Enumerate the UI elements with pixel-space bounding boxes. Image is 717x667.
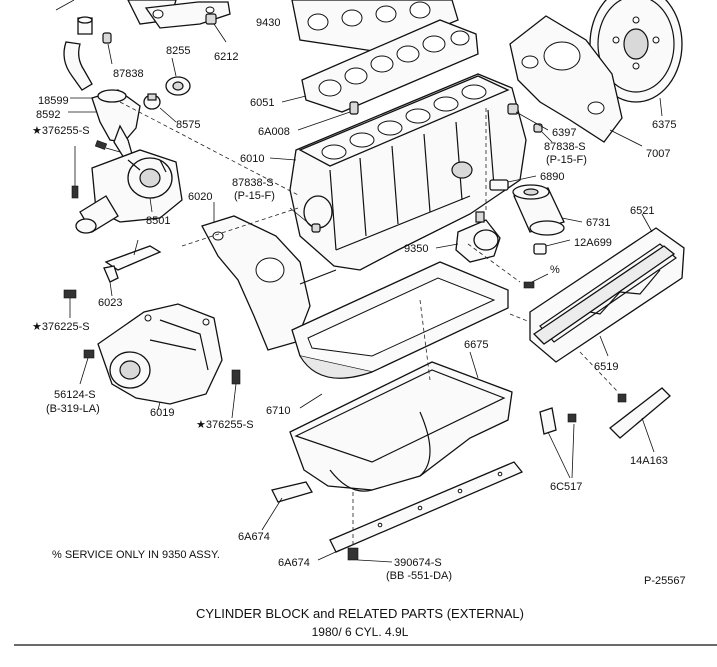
oil-pressure-sender <box>533 243 547 255</box>
bolt-56124 <box>79 349 95 385</box>
label-6212: 6212 <box>214 51 238 63</box>
block-plug-right <box>533 123 543 133</box>
thermostat-housing <box>91 89 141 159</box>
label-390674-sub: (BB -551-DA) <box>386 570 452 582</box>
label-6375: 6375 <box>652 119 676 131</box>
label-6A674-b: 6A674 <box>278 557 310 569</box>
bolt-376255-top <box>94 140 121 153</box>
label-390674: 390674-S <box>394 557 442 569</box>
small-plug <box>102 32 112 44</box>
fuel-pump <box>455 211 501 263</box>
heater-hose-fitting <box>63 16 93 91</box>
label-87838s-left: 87838-S <box>232 177 274 189</box>
block-plug-6397 <box>507 103 519 115</box>
thermostat <box>165 76 191 96</box>
pan-gasket-side <box>329 461 524 553</box>
bolt-376225 <box>63 289 77 318</box>
label-6051: 6051 <box>250 97 274 109</box>
label-6023: 6023 <box>98 297 122 309</box>
label-8501: 8501 <box>146 215 170 227</box>
label-18599: 18599 <box>38 95 69 107</box>
label-87838s-left-sub: (P-15-F) <box>234 190 275 202</box>
retainer-clip <box>539 407 577 435</box>
label-376255-bottom: ★376255-S <box>196 419 254 431</box>
oil-filter <box>512 184 565 236</box>
label-6397: 6397 <box>552 127 576 139</box>
flywheel-housing <box>97 303 223 405</box>
temp-sender <box>143 93 161 110</box>
exploded-guide-lines <box>119 101 619 393</box>
diagram-title: CYLINDER BLOCK and RELATED PARTS (EXTERN… <box>196 606 524 621</box>
label-6675: 6675 <box>464 339 488 351</box>
label-6731: 6731 <box>586 217 610 229</box>
water-pump <box>75 149 183 234</box>
diagram-subtitle: 1980/ 6 CYL. 4.9L <box>312 625 409 639</box>
label-6019: 6019 <box>150 407 174 419</box>
valve-cover-gasket <box>532 245 676 345</box>
label-6A008: 6A008 <box>258 126 290 138</box>
oil-pan-gasket <box>291 261 509 379</box>
oil-filter-adapter <box>489 179 509 191</box>
label-6521: 6521 <box>630 205 654 217</box>
water-outlet-gasket-6212 <box>205 13 217 25</box>
label-6010: 6010 <box>240 153 264 165</box>
label-87838s-right-sub: (P-15-F) <box>546 154 587 166</box>
block-plug-left <box>311 223 321 233</box>
pan-gasket-front <box>271 481 313 503</box>
label-8255: 8255 <box>166 45 190 57</box>
engine-rear-plate <box>201 215 311 351</box>
fuel-pump-bolt <box>523 281 535 289</box>
label-6A674-a: 6A674 <box>238 531 270 543</box>
label-376255-top: ★376255-S <box>32 125 90 137</box>
label-9430: 9430 <box>256 17 280 29</box>
fuel-line-bracket <box>103 245 162 283</box>
label-percent: % <box>550 264 560 276</box>
label-6C517: 6C517 <box>550 481 582 493</box>
label-9350: 9350 <box>404 243 428 255</box>
dowel-pin <box>349 101 359 115</box>
bolt-376255-bottom <box>231 369 241 419</box>
label-14A163: 14A163 <box>630 455 668 467</box>
label-12A699: 12A699 <box>574 237 612 249</box>
label-87838s-right: 87838-S <box>544 141 586 153</box>
label-6890: 6890 <box>540 171 564 183</box>
wiring-bracket <box>609 387 671 439</box>
label-7007: 7007 <box>646 148 670 160</box>
label-56124: 56124-S <box>54 389 96 401</box>
cylinder-block <box>289 73 527 271</box>
head-gasket <box>301 19 479 113</box>
part-labels: 9430 6212 87838 8255 18599 8592 ★376255-… <box>32 17 676 582</box>
label-8592: 8592 <box>36 109 60 121</box>
label-8575: 8575 <box>176 119 200 131</box>
label-56124-sub: (B-319-LA) <box>46 403 100 415</box>
dowel-bolt <box>299 269 337 285</box>
label-6020: 6020 <box>188 191 212 203</box>
label-376225: ★376225-S <box>32 321 90 333</box>
engine-cover-plate <box>509 15 623 143</box>
label-87838-top: 87838 <box>113 68 144 80</box>
label-6519: 6519 <box>594 361 618 373</box>
oil-pan <box>289 361 513 492</box>
service-note: % SERVICE ONLY IN 9350 ASSY. <box>52 549 220 561</box>
figure-id: P-25567 <box>644 575 686 587</box>
label-6710: 6710 <box>266 405 290 417</box>
water-outlet-top <box>127 0 231 29</box>
bolt-water-pump <box>71 185 79 199</box>
drain-plug <box>347 492 359 561</box>
